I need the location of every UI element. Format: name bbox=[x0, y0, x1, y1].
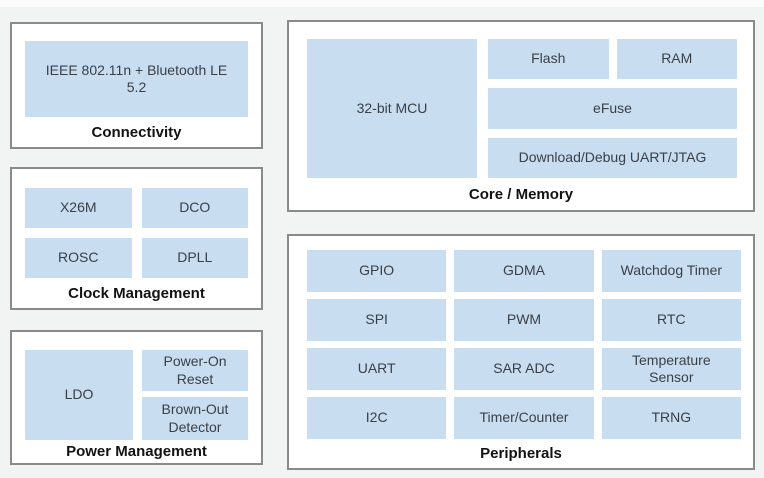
core-memory-flash-ram-row: Flash RAM bbox=[488, 39, 737, 80]
block-brown-out-detector: Brown-Out Detector bbox=[142, 397, 248, 440]
section-clock-management: X26M DCO ROSC DPLL Clock Management bbox=[10, 167, 263, 310]
block-ldo: LDO bbox=[25, 350, 133, 440]
section-title-connectivity: Connectivity bbox=[91, 123, 182, 141]
block-ram: RAM bbox=[616, 39, 737, 80]
section-core-memory: 32-bit MCU Flash RAM eFuse Download/Debu… bbox=[287, 20, 755, 212]
block-sar-adc: SAR ADC bbox=[454, 348, 594, 390]
block-uart: UART bbox=[307, 348, 447, 390]
block-rtc: RTC bbox=[601, 299, 741, 341]
section-title-peripherals: Peripherals bbox=[480, 445, 562, 462]
section-title-core-memory: Core / Memory bbox=[468, 185, 574, 203]
block-download-debug-uart-jtag: Download/Debug UART/JTAG bbox=[488, 137, 737, 178]
section-title-power-management: Power Management bbox=[66, 443, 207, 460]
section-peripherals-content: GPIO GDMA Watchdog Timer SPI PWM RTC UAR… bbox=[307, 250, 741, 439]
block-flash: Flash bbox=[488, 39, 609, 80]
section-peripherals: GPIO GDMA Watchdog Timer SPI PWM RTC UAR… bbox=[287, 234, 755, 470]
section-power-management: LDO Power-On Reset Brown-Out Detector Po… bbox=[10, 330, 263, 465]
block-efuse: eFuse bbox=[488, 88, 737, 129]
block-dco: DCO bbox=[141, 188, 248, 228]
section-title-clock-management: Clock Management bbox=[68, 284, 205, 302]
block-x26m: X26M bbox=[25, 188, 132, 228]
block-watchdog-timer: Watchdog Timer bbox=[601, 250, 741, 292]
block-i2c: I2C bbox=[307, 397, 447, 439]
block-pwm: PWM bbox=[454, 299, 594, 341]
section-clock-content: X26M DCO ROSC DPLL bbox=[25, 188, 248, 278]
section-core-content: 32-bit MCU Flash RAM eFuse Download/Debu… bbox=[307, 39, 737, 178]
block-dpll: DPLL bbox=[141, 238, 248, 278]
core-memory-right-column: Flash RAM eFuse Download/Debug UART/JTAG bbox=[488, 39, 737, 178]
section-connectivity: IEEE 802.11n + Bluetooth LE 5.2 Connecti… bbox=[10, 22, 263, 149]
block-wifi-bluetooth: IEEE 802.11n + Bluetooth LE 5.2 bbox=[25, 41, 248, 117]
block-timer-counter: Timer/Counter bbox=[454, 397, 594, 439]
block-power-on-reset: Power-On Reset bbox=[142, 350, 248, 391]
section-connectivity-content: IEEE 802.11n + Bluetooth LE 5.2 bbox=[25, 41, 248, 117]
block-temperature-sensor: Temperature Sensor bbox=[601, 348, 741, 390]
block-gdma: GDMA bbox=[454, 250, 594, 292]
block-gpio: GPIO bbox=[307, 250, 447, 292]
section-power-content: LDO Power-On Reset Brown-Out Detector bbox=[25, 350, 248, 440]
block-spi: SPI bbox=[307, 299, 447, 341]
block-rosc: ROSC bbox=[25, 238, 132, 278]
block-trng: TRNG bbox=[601, 397, 741, 439]
block-32bit-mcu: 32-bit MCU bbox=[307, 39, 477, 178]
